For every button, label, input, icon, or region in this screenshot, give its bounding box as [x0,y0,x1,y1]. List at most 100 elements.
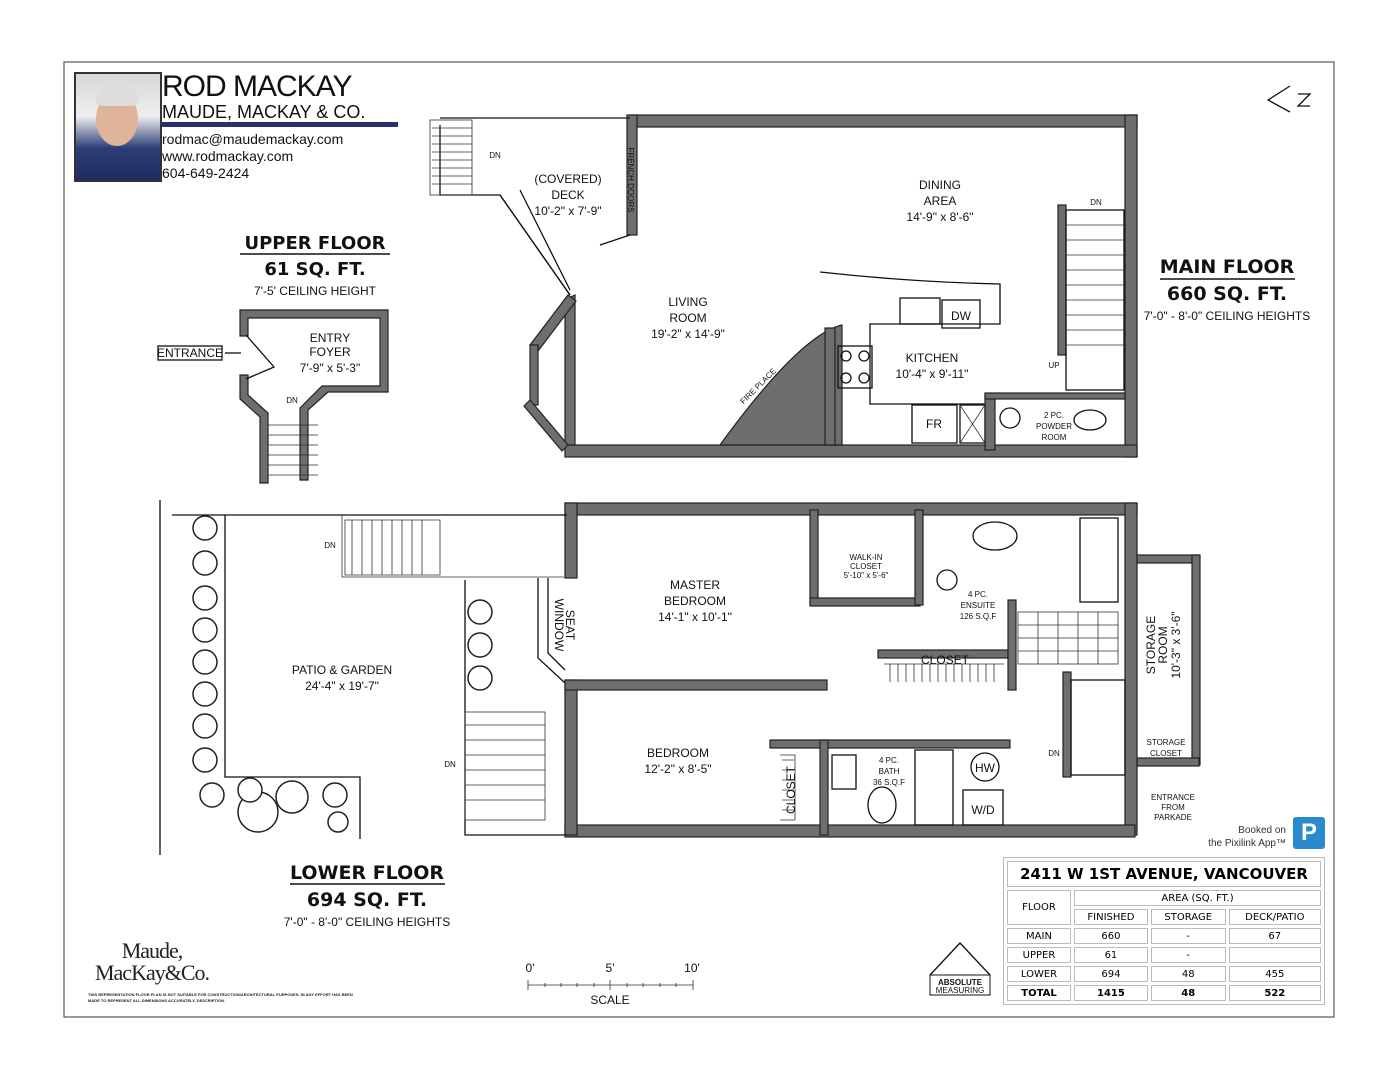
svg-text:MEASURING: MEASURING [936,986,984,995]
cell: MAIN [1007,928,1071,944]
foyer-label-2: FOYER [309,345,351,359]
master-dims: 14'-1" x 10'-1" [658,610,732,624]
ensuite-label: 4 PC. [968,590,988,599]
patio-dims: 24'-4" x 19'-7" [305,679,379,693]
walkin-label: WALK-IN [849,553,882,562]
scale-tick-0: 0' [526,961,535,975]
cell [1228,947,1321,963]
agent-company: MAUDE, MACKAY & CO. [162,102,398,127]
master-label: MASTER [670,578,720,592]
ensuite-label-2: ENSUITE [961,601,996,610]
storage-room-label: STORAGE [1144,616,1158,674]
agent-email[interactable]: rodmac@maudemackay.com [162,131,344,147]
dn-label: DN [1048,749,1060,758]
walkin-dims: 5'-10" x 5'-6" [844,571,889,580]
bath-label: 4 PC. [879,756,899,765]
wd-label: W/D [971,803,995,817]
lower-floor-title: LOWER FLOOR [290,862,444,884]
storage-room-label-2: ROOM [1156,626,1170,663]
lower-floor-area: 694 SQ. FT. [307,889,427,911]
agent-info: ROD MACKAY MAUDE, MACKAY & CO. rodmac@ma… [162,72,398,182]
cell: 660 [1074,928,1148,944]
table-title: 2411 W 1ST AVENUE, VANCOUVER [1007,861,1321,887]
col-header: FINISHED [1074,909,1148,925]
cell: TOTAL [1007,985,1071,1001]
up-label: UP [1048,361,1059,370]
scale-bar: 0' 5' 10' SCALE [526,961,700,1007]
deck-label-2: DECK [551,188,584,202]
floor-header: FLOOR [1007,890,1071,925]
dining-label-2: AREA [924,194,957,208]
dn-label: DN [489,151,501,160]
booked-on-text: Booked on the Pixilink App™ [1190,824,1286,850]
maude-mackay-logo: Maude, MacKay&Co. [92,940,212,984]
col-header: DECK/PATIO [1228,909,1321,925]
area-table: 2411 W 1ST AVENUE, VANCOUVER FLOOR AREA … [1003,857,1325,1005]
cell: UPPER [1007,947,1071,963]
upper-floor-plan [157,309,389,484]
foyer-label: ENTRY [310,331,350,345]
tree-icons [192,515,493,833]
lower-floor-plan [159,500,1201,855]
dining-dims: 14'-9" x 8'-6" [906,210,973,224]
room-labels: (COVERED) DECK 10'-2" x 7'-9" FRENCH DOO… [157,148,1310,929]
dn-label: DN [324,541,336,550]
kitchen-label: KITCHEN [906,351,959,365]
fr-label: FR [926,417,942,431]
cell: - [1150,928,1226,944]
main-floor-plan [429,114,1138,458]
entrance-label: ENTRANCE [157,346,223,360]
patio-label: PATIO & GARDEN [292,663,392,677]
foyer-dims: 7'-9" x 5'-3" [300,361,360,375]
scale-label: SCALE [590,993,629,1007]
cell: - [1150,947,1226,963]
upper-floor-ceiling: 7'-5' CEILING HEIGHT [254,284,377,298]
cell: 522 [1228,985,1321,1001]
agent-website[interactable]: www.rodmackay.com [162,148,294,164]
page-border [63,61,1335,1018]
pixilink-badge[interactable]: P [1293,817,1325,849]
booked-line-1: Booked on [1238,825,1286,836]
window-seat-label: WINDOW [552,599,566,652]
bedroom-dims: 12'-2" x 8'-5" [644,762,711,776]
logo-line-1: Maude, [121,938,184,963]
cell: 61 [1074,947,1148,963]
scale-tick-10: 10' [684,961,700,975]
dn-label: DN [444,760,456,769]
upper-floor-title: UPPER FLOOR [244,233,385,254]
ensuite-label-3: 126 S.Q.F [960,612,997,621]
booked-line-2: the Pixilink App™ [1208,838,1286,849]
main-floor-area: 660 SQ. FT. [1167,283,1287,305]
logo-line-2: MacKay&Co. [94,960,210,985]
bath-label-3: 36 S.Q.F [873,778,905,787]
deck-dims: 10'-2" x 7'-9" [534,204,601,218]
main-floor-ceiling: 7'-0" - 8'-0" CEILING HEIGHTS [1144,309,1310,323]
deck-label: (COVERED) [534,172,601,186]
storage-room-dims: 10'-3" x 3'-6" [1169,611,1183,678]
upper-floor-area: 61 SQ. FT. [264,259,365,280]
cell: 455 [1228,966,1321,982]
agent-name: ROD MACKAY [162,70,352,103]
scale-tick-5: 5' [606,961,615,975]
french-doors-label: FRENCH DOORS [626,148,635,213]
main-floor-title: MAIN FLOOR [1160,256,1295,278]
agent-phone: 604-649-2424 [162,165,250,181]
storage-closet-label-2: CLOSET [1150,749,1182,758]
disclaimer: THIS REPRESENTATION FLOOR PLAN IS NOT SU… [88,992,353,1003]
dining-label: DINING [919,178,961,192]
hw-label: HW [975,761,996,775]
absolute-measuring-logo: ABSOLUTE MEASURING [929,942,991,996]
north-arrow-icon [1266,85,1312,113]
walkin-label-2: CLOSET [850,562,882,571]
parkade-label-3: PARKADE [1154,813,1192,822]
bedroom-label: BEDROOM [647,746,709,760]
agent-photo [74,72,162,182]
living-label: LIVING [668,295,707,309]
dn-label: DN [1090,198,1102,207]
svg-text:ABSOLUTE: ABSOLUTE [938,978,983,987]
closet-label: CLOSET [921,653,970,667]
storage-closet-label: STORAGE [1147,738,1186,747]
